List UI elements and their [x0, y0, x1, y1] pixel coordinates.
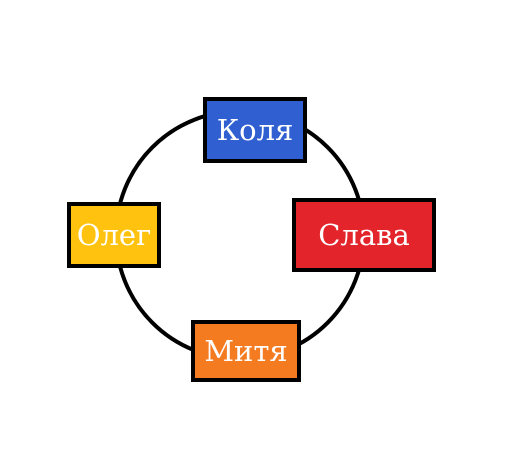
node-kolya: Коля [203, 97, 307, 163]
node-mitya: Митя [191, 320, 301, 382]
node-slava: Слава [292, 198, 436, 272]
node-oleg: Олег [67, 202, 161, 268]
